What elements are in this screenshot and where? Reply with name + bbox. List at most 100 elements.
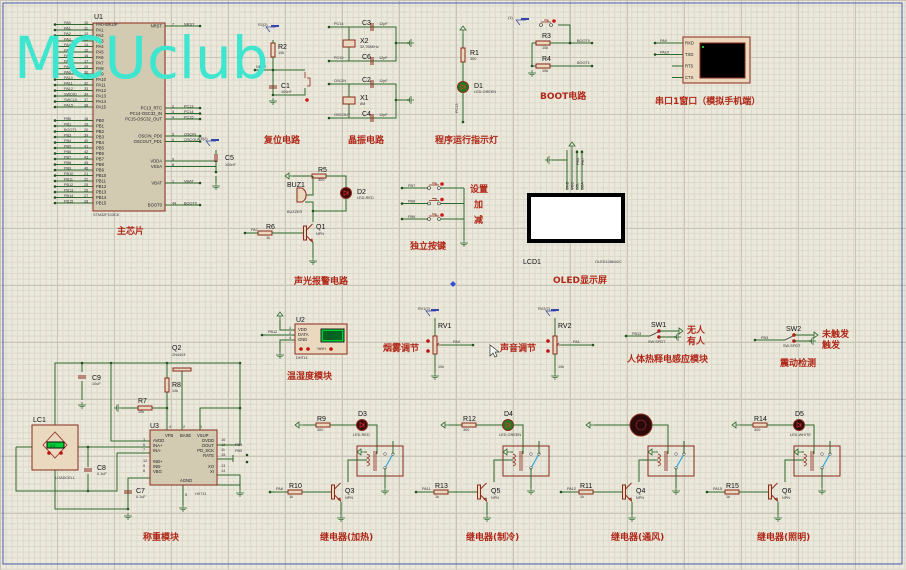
pin-number: 44 <box>172 201 176 205</box>
junction-dot <box>53 61 57 65</box>
title-smoke: 烟雾调节 <box>383 342 419 354</box>
wire <box>54 362 240 425</box>
wire <box>54 470 128 510</box>
led-ref: D3 <box>358 411 367 418</box>
transistor-value: NPN <box>782 496 790 500</box>
hx711-pin: VSUP <box>197 433 209 438</box>
wire <box>347 459 367 482</box>
ground-icon <box>774 515 782 522</box>
probe-readout <box>271 25 279 27</box>
title-pir: 人体热释电感应模块 <box>626 353 709 365</box>
pin-name: PC13_RTC <box>141 105 162 110</box>
dht-control-button[interactable] <box>329 347 333 351</box>
pin-name: PC14-OSC32_IN <box>130 111 162 116</box>
led-icon <box>793 419 805 431</box>
hx711-pin: AVDD <box>153 438 164 443</box>
junction-dot <box>327 116 331 120</box>
capacitor <box>78 375 86 379</box>
key-2[interactable] <box>427 213 444 221</box>
wire <box>326 175 347 188</box>
q1-ref: Q1 <box>316 224 325 231</box>
ground-icon <box>114 404 121 412</box>
pot-increase-button[interactable] <box>426 339 430 343</box>
pin-net-label: PB0 <box>64 117 71 121</box>
dht-pin-number: 4 <box>289 336 291 340</box>
hx711-chip[interactable] <box>149 429 218 486</box>
dht-control-button[interactable] <box>306 347 310 351</box>
potentiometer[interactable] <box>432 335 438 355</box>
boot-switch[interactable] <box>539 19 556 27</box>
wire <box>183 160 217 172</box>
pin-number: 32 <box>84 81 88 85</box>
pin-number: 39 <box>84 133 88 137</box>
pin-number: 2 <box>172 104 174 108</box>
pin-name: VDDA <box>150 158 162 163</box>
wire <box>313 198 347 212</box>
spdt-switch-blade[interactable] <box>649 331 659 337</box>
junction-dot <box>53 163 57 166</box>
dht-control-button[interactable] <box>299 347 303 351</box>
base-resistor-value: 1k <box>289 495 293 499</box>
mcu-chip-body[interactable] <box>92 22 166 212</box>
oled-display[interactable] <box>527 193 625 243</box>
pot-decrease-button[interactable] <box>546 349 550 353</box>
key-net: PB8 <box>408 200 415 204</box>
power-terminal-icon <box>813 331 819 339</box>
buzzer-icon <box>296 187 307 203</box>
r1-ref: R1 <box>470 50 479 57</box>
switch-part: SW-SPDT <box>783 344 801 348</box>
button-state-indicator <box>440 182 444 186</box>
led-glyph <box>796 421 802 429</box>
led-glyph <box>343 189 349 197</box>
terminal-pin: RXD <box>685 41 694 46</box>
pin-name: PB1 <box>96 123 105 128</box>
contact <box>437 201 441 206</box>
relay-coil <box>656 451 668 471</box>
reset-button[interactable] <box>304 72 311 87</box>
junction-dot <box>53 67 57 70</box>
ground-symbol <box>551 373 559 380</box>
junction-dot <box>414 490 418 494</box>
terminal-screen <box>699 42 746 79</box>
transistor-base <box>303 225 307 241</box>
junction-dot <box>53 185 57 188</box>
relay-switch-blade <box>530 453 540 469</box>
key-1[interactable] <box>427 197 444 206</box>
pin-net-label: PA3 <box>64 37 71 41</box>
junction-dot <box>53 34 57 37</box>
potentiometer[interactable] <box>552 335 558 355</box>
pin-number: 9 <box>143 464 145 468</box>
c9-ref: C9 <box>92 375 101 382</box>
pin-number: 8 <box>143 469 145 473</box>
button-state-indicator <box>440 213 444 217</box>
led-value: LED-RED <box>353 433 370 437</box>
relay-contact <box>820 452 824 456</box>
pin-number: 14 <box>221 469 225 473</box>
pin-name: PB6 <box>96 151 105 156</box>
junction-dot <box>198 134 202 138</box>
hx711-pin: AGND <box>180 478 192 483</box>
switch-net: PB3 <box>761 336 768 340</box>
ground-symbol <box>381 488 389 495</box>
junction-dot <box>53 146 57 150</box>
pin-name: PA9 <box>96 71 104 76</box>
led-body <box>356 419 368 431</box>
wire <box>127 477 150 509</box>
hx711-pin: DOUT <box>202 443 214 448</box>
ground-symbol <box>269 98 277 105</box>
resistor <box>315 422 331 428</box>
button-cap <box>429 198 439 201</box>
pot-decrease-button[interactable] <box>426 349 430 353</box>
key-0[interactable] <box>427 182 444 190</box>
led-icon <box>340 187 352 199</box>
pot-increase-button[interactable] <box>546 339 550 343</box>
key-net: PB9 <box>408 215 415 219</box>
wire <box>493 459 513 482</box>
load-cell-decrease[interactable] <box>47 451 51 455</box>
spdt-switch-blade[interactable] <box>784 335 794 341</box>
wire <box>305 201 314 222</box>
dht11-display-inner <box>323 331 342 340</box>
junction-dot <box>198 112 202 115</box>
load-cell-increase[interactable] <box>59 451 63 455</box>
